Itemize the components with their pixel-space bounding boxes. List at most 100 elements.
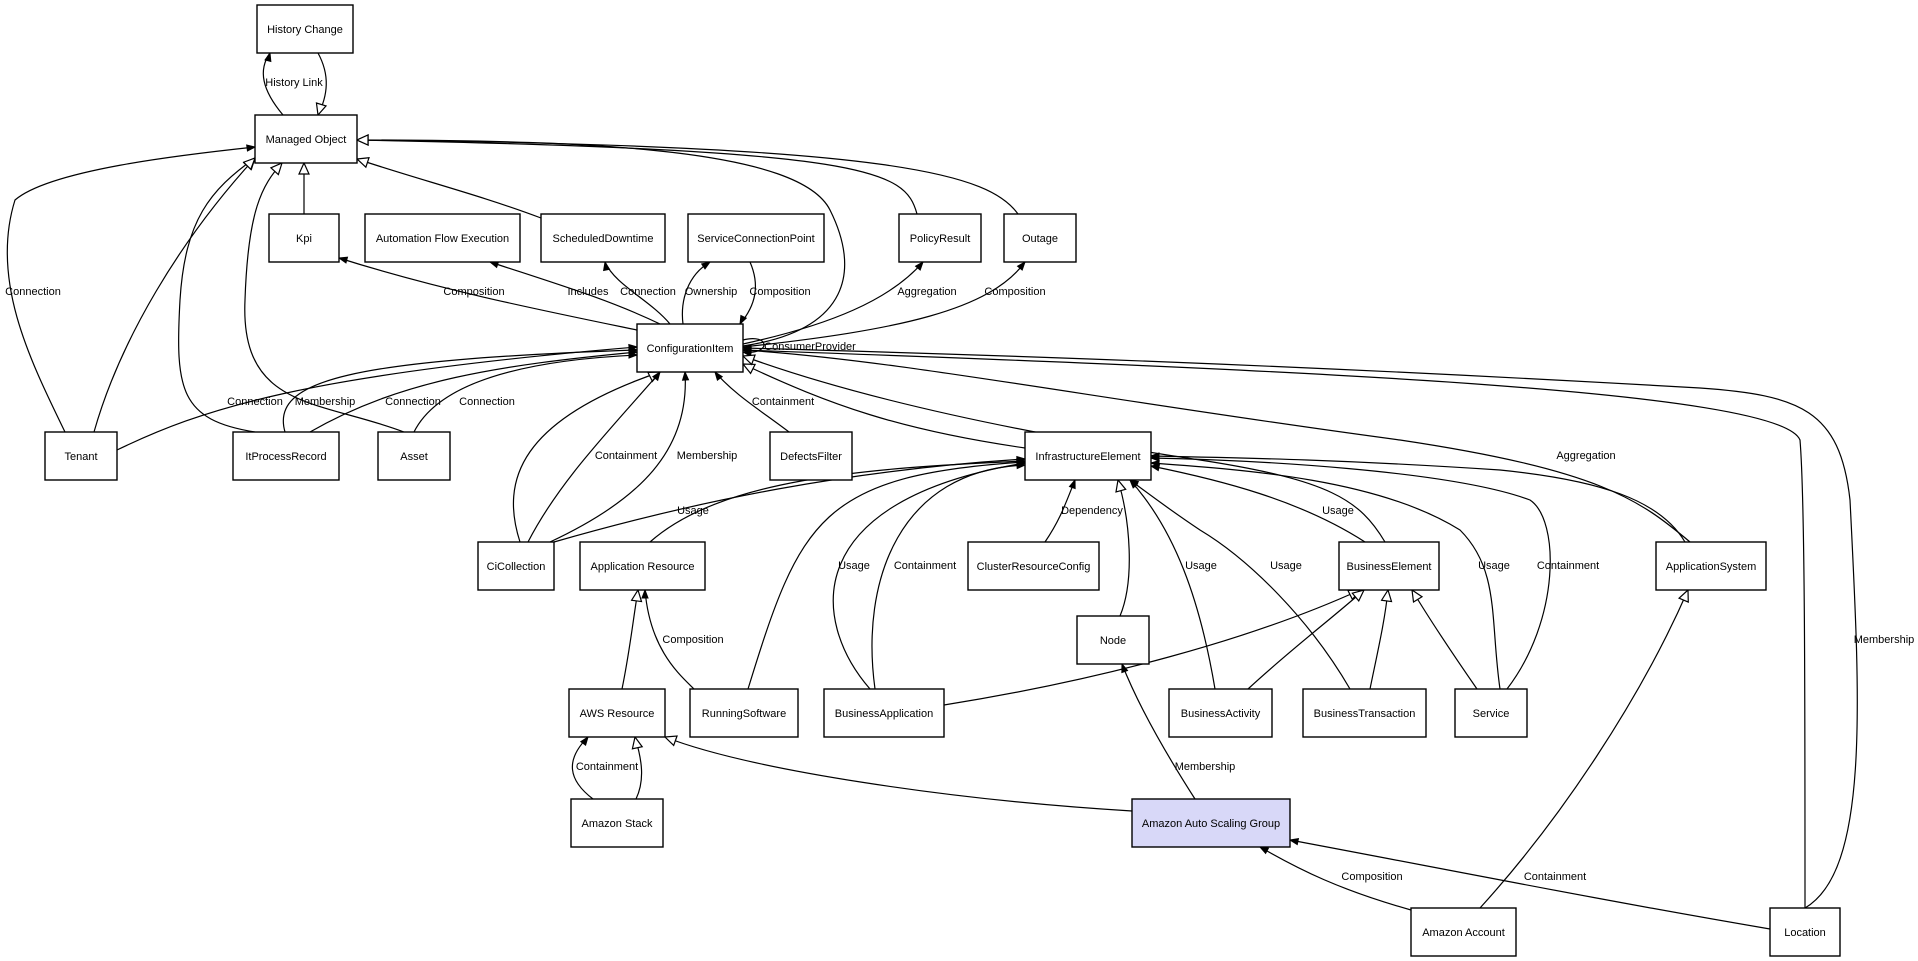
node-configurationitem[interactable]: ConfigurationItem [636,323,744,373]
edge-line [1129,479,1216,690]
edge-line [1150,465,1366,543]
node-box [1302,688,1427,738]
node-defectsfilter[interactable]: DefectsFilter [769,431,853,481]
node-itprocessrecord[interactable]: ItProcessRecord [232,431,340,481]
edge-line [742,347,1858,909]
node-policyresult[interactable]: PolicyResult [898,213,982,263]
node-label: ServiceConnectionPoint [697,233,814,245]
edge-label: Membership [1854,634,1915,646]
node-clusterresourceconfig[interactable]: ClusterResourceConfig [967,541,1100,591]
edge-history-change-to-managed-object [315,52,328,117]
node-businessapplication[interactable]: BusinessApplication [823,688,945,738]
edge-line [1150,462,1501,690]
edge-line [1150,455,1686,543]
edge-amazon-account-to-amazon-auto-scaling-group: Composition [1258,846,1412,911]
edge-line [413,354,638,433]
edge-label: Composition [662,634,723,646]
node-box [254,114,358,164]
edge-line [943,589,1361,706]
edge-line [178,157,256,433]
node-box [687,213,825,263]
edge-line [747,461,1026,690]
edge-line [664,736,1133,812]
node-label: Tenant [64,451,97,463]
edge-line [93,157,256,433]
edge-line [356,139,846,347]
node-runningsoftware[interactable]: RunningSoftware [689,688,799,738]
edge-outage-to-managed-object [355,134,1019,215]
node-aws-resource[interactable]: AWS Resource [568,688,666,738]
node-node[interactable]: Node [1076,615,1150,665]
node-box [268,213,340,263]
node-managed-object[interactable]: Managed Object [254,114,358,164]
edge-label: Connection [5,286,61,298]
node-amazon-stack[interactable]: Amazon Stack [570,798,664,848]
edge-label: Containment [576,761,638,773]
edge-line [832,462,1026,690]
edge-configurationitem-to-automation-flow-execution: Includes [488,261,661,325]
edge-businesstransaction-to-businesselement [1369,588,1393,690]
node-label: ClusterResourceConfig [977,561,1091,573]
edge-label: Connection [459,396,515,408]
node-infrastructureelement[interactable]: InfrastructureElement [1024,431,1152,481]
node-outage[interactable]: Outage [1003,213,1077,263]
edge-cicollection-to-configurationitem: Membership [549,370,737,543]
node-box [689,688,799,738]
edge-label: Usage [1478,560,1510,572]
edge-managed-object-to-history-change: History Link [262,51,323,116]
association-arrowhead [579,735,589,747]
edge-line [1369,589,1389,690]
association-arrowhead [681,370,690,381]
edge-line [742,349,1806,909]
inheritance-arrowhead [741,354,756,366]
node-businessactivity[interactable]: BusinessActivity [1168,688,1273,738]
node-amazon-account[interactable]: Amazon Account [1410,907,1517,957]
edge-line [6,146,256,433]
node-serviceconnectionpoint[interactable]: ServiceConnectionPoint [687,213,825,263]
node-scheduleddowntime[interactable]: ScheduledDowntime [540,213,666,263]
inheritance-arrowhead [355,157,370,169]
edge-line [1479,589,1689,909]
edge-businessapplication-to-infrastructureelement: Containment [871,461,1027,690]
node-automation-flow-execution[interactable]: Automation Flow Execution [364,213,521,263]
edge-label: Composition [443,286,504,298]
node-label: AWS Resource [580,708,655,720]
node-box [44,431,118,481]
node-label: Amazon Stack [582,818,653,830]
edge-clusterresourceconfig-to-infrastructureelement: Dependency [1044,478,1123,543]
edge-line [649,460,1026,543]
edge-line [356,158,542,219]
node-businesstransaction[interactable]: BusinessTransaction [1302,688,1427,738]
edge-configurationitem-to-outage: Composition [742,260,1046,348]
edge-label: Ownership [685,286,738,298]
edge-line [1121,663,1196,800]
node-cicollection[interactable]: CiCollection [477,541,555,591]
node-box [1131,798,1291,848]
edge-amazon-account-to-applicationsystem [1479,588,1689,909]
node-location[interactable]: Location [1769,907,1841,957]
node-asset[interactable]: Asset [377,431,451,481]
edge-aws-resource-to-application-resource [621,588,643,690]
association-arrowhead [1288,838,1300,846]
edge-label: Aggregation [897,286,956,298]
node-kpi[interactable]: Kpi [268,213,340,263]
edge-label: Membership [1175,761,1236,773]
node-amazon-auto-scaling-group[interactable]: Amazon Auto Scaling Group [1131,798,1291,848]
edge-runningsoftware-to-application-resource: Composition [641,588,724,690]
association-arrowhead [1149,452,1160,460]
edge-service-to-infrastructureelement: Usage [1149,459,1510,690]
node-box [1338,541,1440,591]
node-applicationsystem[interactable]: ApplicationSystem [1655,541,1767,591]
edge-line [742,349,1691,543]
edge-line [527,371,661,543]
node-service[interactable]: Service [1454,688,1528,738]
node-tenant[interactable]: Tenant [44,431,118,481]
node-box [1076,615,1150,665]
edge-line [1150,457,1551,690]
node-application-resource[interactable]: Application Resource [579,541,706,591]
node-businesselement[interactable]: BusinessElement [1338,541,1440,591]
node-history-change[interactable]: History Change [256,4,354,54]
edge-line [644,589,695,690]
edge-configurationitem-to-scheduleddowntime: Connection [603,260,676,325]
edge-scheduleddowntime-to-managed-object [355,157,542,219]
